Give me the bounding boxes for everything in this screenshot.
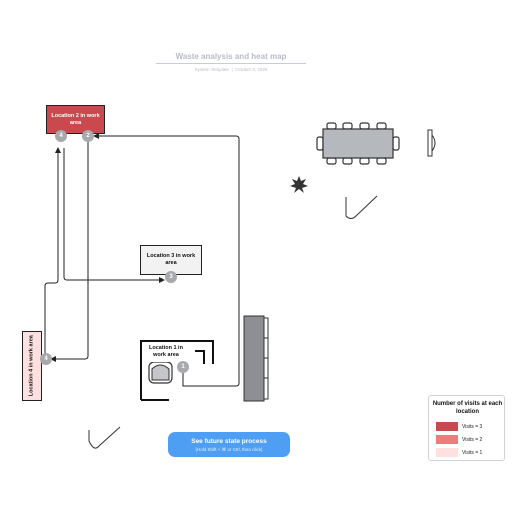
legend-label-1: Visits = 1 — [462, 450, 483, 456]
desk-chair-drawing — [148, 361, 173, 384]
diagram-title: Waste analysis and heat map — [175, 52, 287, 61]
location-2-badge-b: 2 — [82, 130, 94, 142]
location-1-label: Location 1 in work area — [149, 345, 183, 358]
cubicle-walls-drawing — [140, 340, 214, 401]
location-1-box[interactable]: Location 1 in work area — [145, 342, 187, 362]
walk-path-4 — [63, 148, 165, 283]
storage-cabinet-drawing — [243, 315, 269, 402]
cta-label: See future state process — [191, 438, 267, 445]
walk-path-1 — [93, 133, 240, 387]
plant-drawing — [290, 176, 308, 193]
door-swing-left — [88, 426, 121, 449]
location-1-badge: 1 — [177, 361, 189, 373]
location-3-badge: 3 — [165, 271, 177, 283]
legend-label-3: Visits = 3 — [462, 424, 483, 430]
legend-swatch-3 — [436, 422, 458, 431]
legend-label-2: Visits = 2 — [462, 437, 483, 443]
location-2-label: Location 2 in work area — [51, 112, 100, 126]
location-4-badge: 4 — [40, 353, 52, 365]
cta-hint: (Hold Shift + ⌘ or Ctrl, then click) — [195, 447, 263, 452]
wall-screen-drawing — [427, 129, 436, 157]
location-4-label: Location 4 in work area — [28, 334, 35, 396]
see-future-state-button[interactable]: See future state process (Hold Shift + ⌘… — [168, 432, 290, 457]
location-4-box[interactable]: Location 4 in work area — [22, 331, 42, 401]
title-divider — [156, 63, 306, 64]
diagram-subtitle: System Template | October 3, 2025 — [194, 67, 268, 72]
heat-legend: Number of visits at each location Visits… — [428, 395, 505, 461]
walk-path-3 — [44, 147, 61, 354]
legend-title: Number of visits at each location — [432, 401, 503, 415]
location-2-box[interactable]: Location 2 in work area — [46, 105, 105, 134]
location-3-label: Location 3 in work area — [146, 253, 196, 266]
legend-swatch-1 — [436, 448, 458, 457]
legend-swatch-2 — [436, 435, 458, 444]
conference-table-drawing — [316, 122, 400, 165]
walk-path-2 — [50, 142, 89, 362]
location-3-box[interactable]: Location 3 in work area — [140, 245, 202, 275]
location-2-badge-a: 4 — [55, 130, 67, 142]
door-swing-right — [345, 195, 378, 219]
